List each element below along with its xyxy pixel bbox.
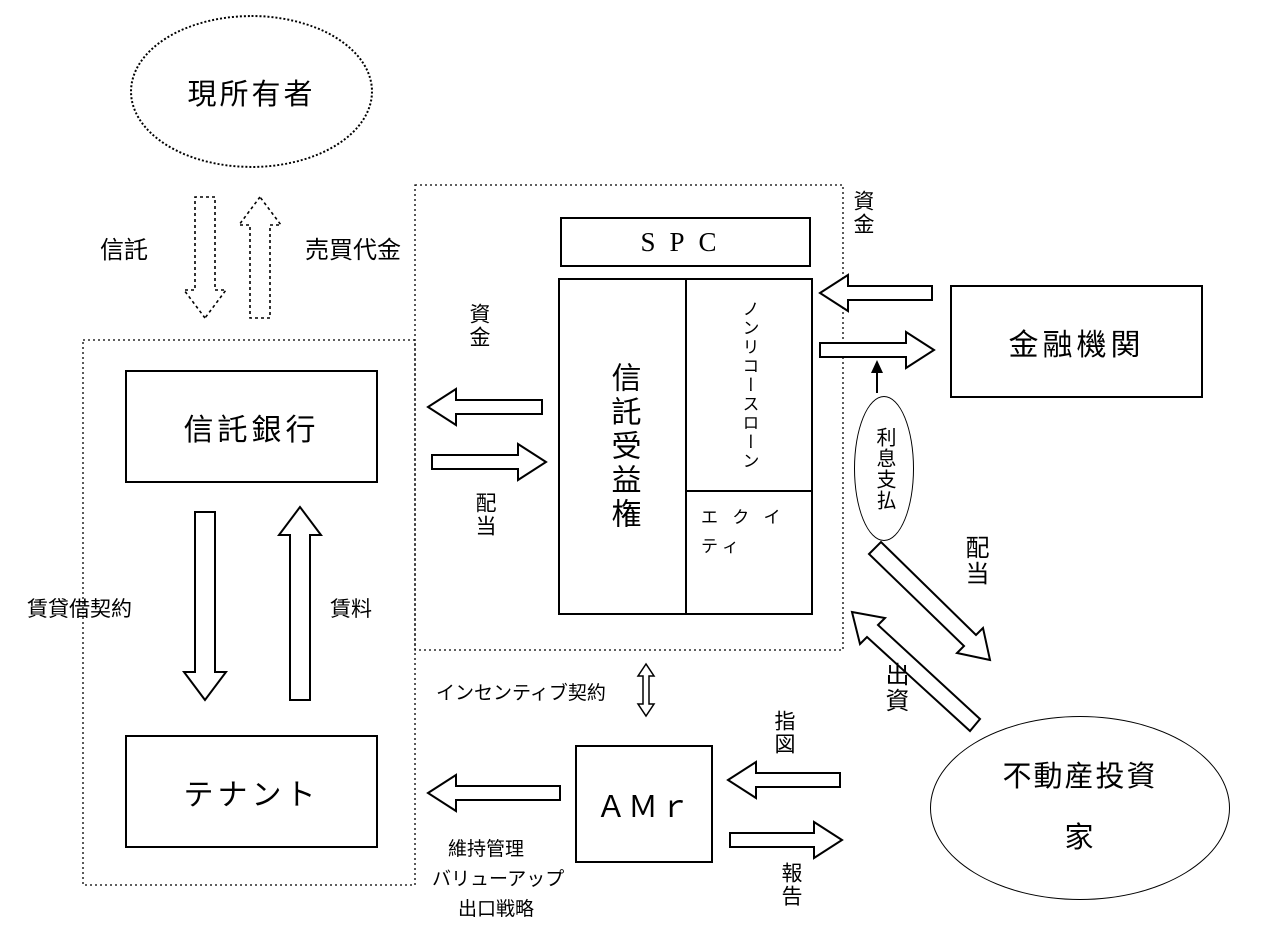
trust-flow-label: 信託 <box>100 238 148 264</box>
rent-up-arrow-icon <box>277 505 323 701</box>
interest-payment-node: 利息支払 <box>854 396 914 541</box>
equity-label: エ ク イ ティ <box>701 508 786 556</box>
tenant-node: テナント <box>125 735 378 848</box>
funds-from-bank-arrow-icon <box>818 273 933 313</box>
non-recourse-loan-label: ノンリコースローン <box>739 299 759 471</box>
financial-institution-node: 金融機関 <box>950 285 1203 398</box>
instruction-arrow-icon <box>726 760 841 800</box>
non-recourse-loan-cell: ノンリコースローン <box>687 280 811 492</box>
trust-bank-label: 信託銀行 <box>183 413 320 447</box>
asset-manager-label: ＡＭｒ <box>596 791 692 824</box>
lease-down-arrow-icon <box>182 511 228 702</box>
repayment-to-bank-arrow-icon <box>819 330 936 370</box>
dividend-left-flow-label: 配当 <box>473 492 497 538</box>
spc-dotted-frame <box>414 184 844 651</box>
incentive-double-arrow-icon <box>636 662 656 718</box>
financial-institution-label: 金融機関 <box>1008 328 1145 362</box>
report-arrow-icon <box>729 820 844 860</box>
real-estate-investor-label: 不動産投資 家 <box>1002 761 1158 854</box>
equity-cell: エ ク イ ティ <box>687 492 811 613</box>
spc-label: SPC <box>640 226 731 257</box>
dividend-to-investor-arrow-icon <box>867 540 992 662</box>
real-estate-investor-node: 不動産投資 家 <box>930 716 1230 900</box>
current-owner-label: 現所有者 <box>187 78 316 111</box>
spc-header-node: SPC <box>560 217 811 267</box>
trust-bank-node: 信託銀行 <box>125 370 378 483</box>
investment-flow-label: 出資 <box>881 662 907 714</box>
trust-beneficiary-label: 信託受益権 <box>606 361 640 532</box>
value-up-label: バリューアップ <box>432 869 565 890</box>
interest-pointer-arrowhead-icon <box>871 360 883 373</box>
instruction-flow-label: 指図 <box>772 710 796 756</box>
management-arrow-icon <box>426 773 561 813</box>
tenant-label: テナント <box>183 778 320 812</box>
investment-to-spc-arrow-icon <box>850 610 982 733</box>
exit-strategy-label: 出口戦略 <box>458 899 535 920</box>
lease-contract-label: 賃貸借契約 <box>27 597 132 621</box>
funds-left-arrow-icon <box>426 387 543 427</box>
trust-dotted-frame <box>82 339 416 886</box>
funds-right-flow-label: 資金 <box>851 190 875 236</box>
sale-proceeds-up-arrow-icon <box>237 195 283 319</box>
asset-manager-node: ＡＭｒ <box>575 745 713 863</box>
dividend-right-arrow-icon <box>431 442 548 482</box>
maintenance-label: 維持管理 <box>448 839 525 860</box>
dividend-right-flow-label: 配当 <box>961 535 987 587</box>
funds-left-flow-label: 資金 <box>467 303 491 349</box>
incentive-contract-label: インセンティブ契約 <box>436 683 606 704</box>
trust-beneficiary-cell: 信託受益権 <box>560 280 687 613</box>
trust-down-arrow-icon <box>182 196 228 320</box>
liability-column: ノンリコースローン エ ク イ ティ <box>687 280 811 613</box>
spc-balance-box: 信託受益権 ノンリコースローン エ ク イ ティ <box>558 278 813 615</box>
sale-proceeds-flow-label: 売買代金 <box>305 238 401 264</box>
current-owner-node: 現所有者 <box>130 15 373 168</box>
rent-label: 賃料 <box>330 597 372 621</box>
report-flow-label: 報告 <box>779 862 803 908</box>
interest-payment-label: 利息支払 <box>873 426 895 511</box>
